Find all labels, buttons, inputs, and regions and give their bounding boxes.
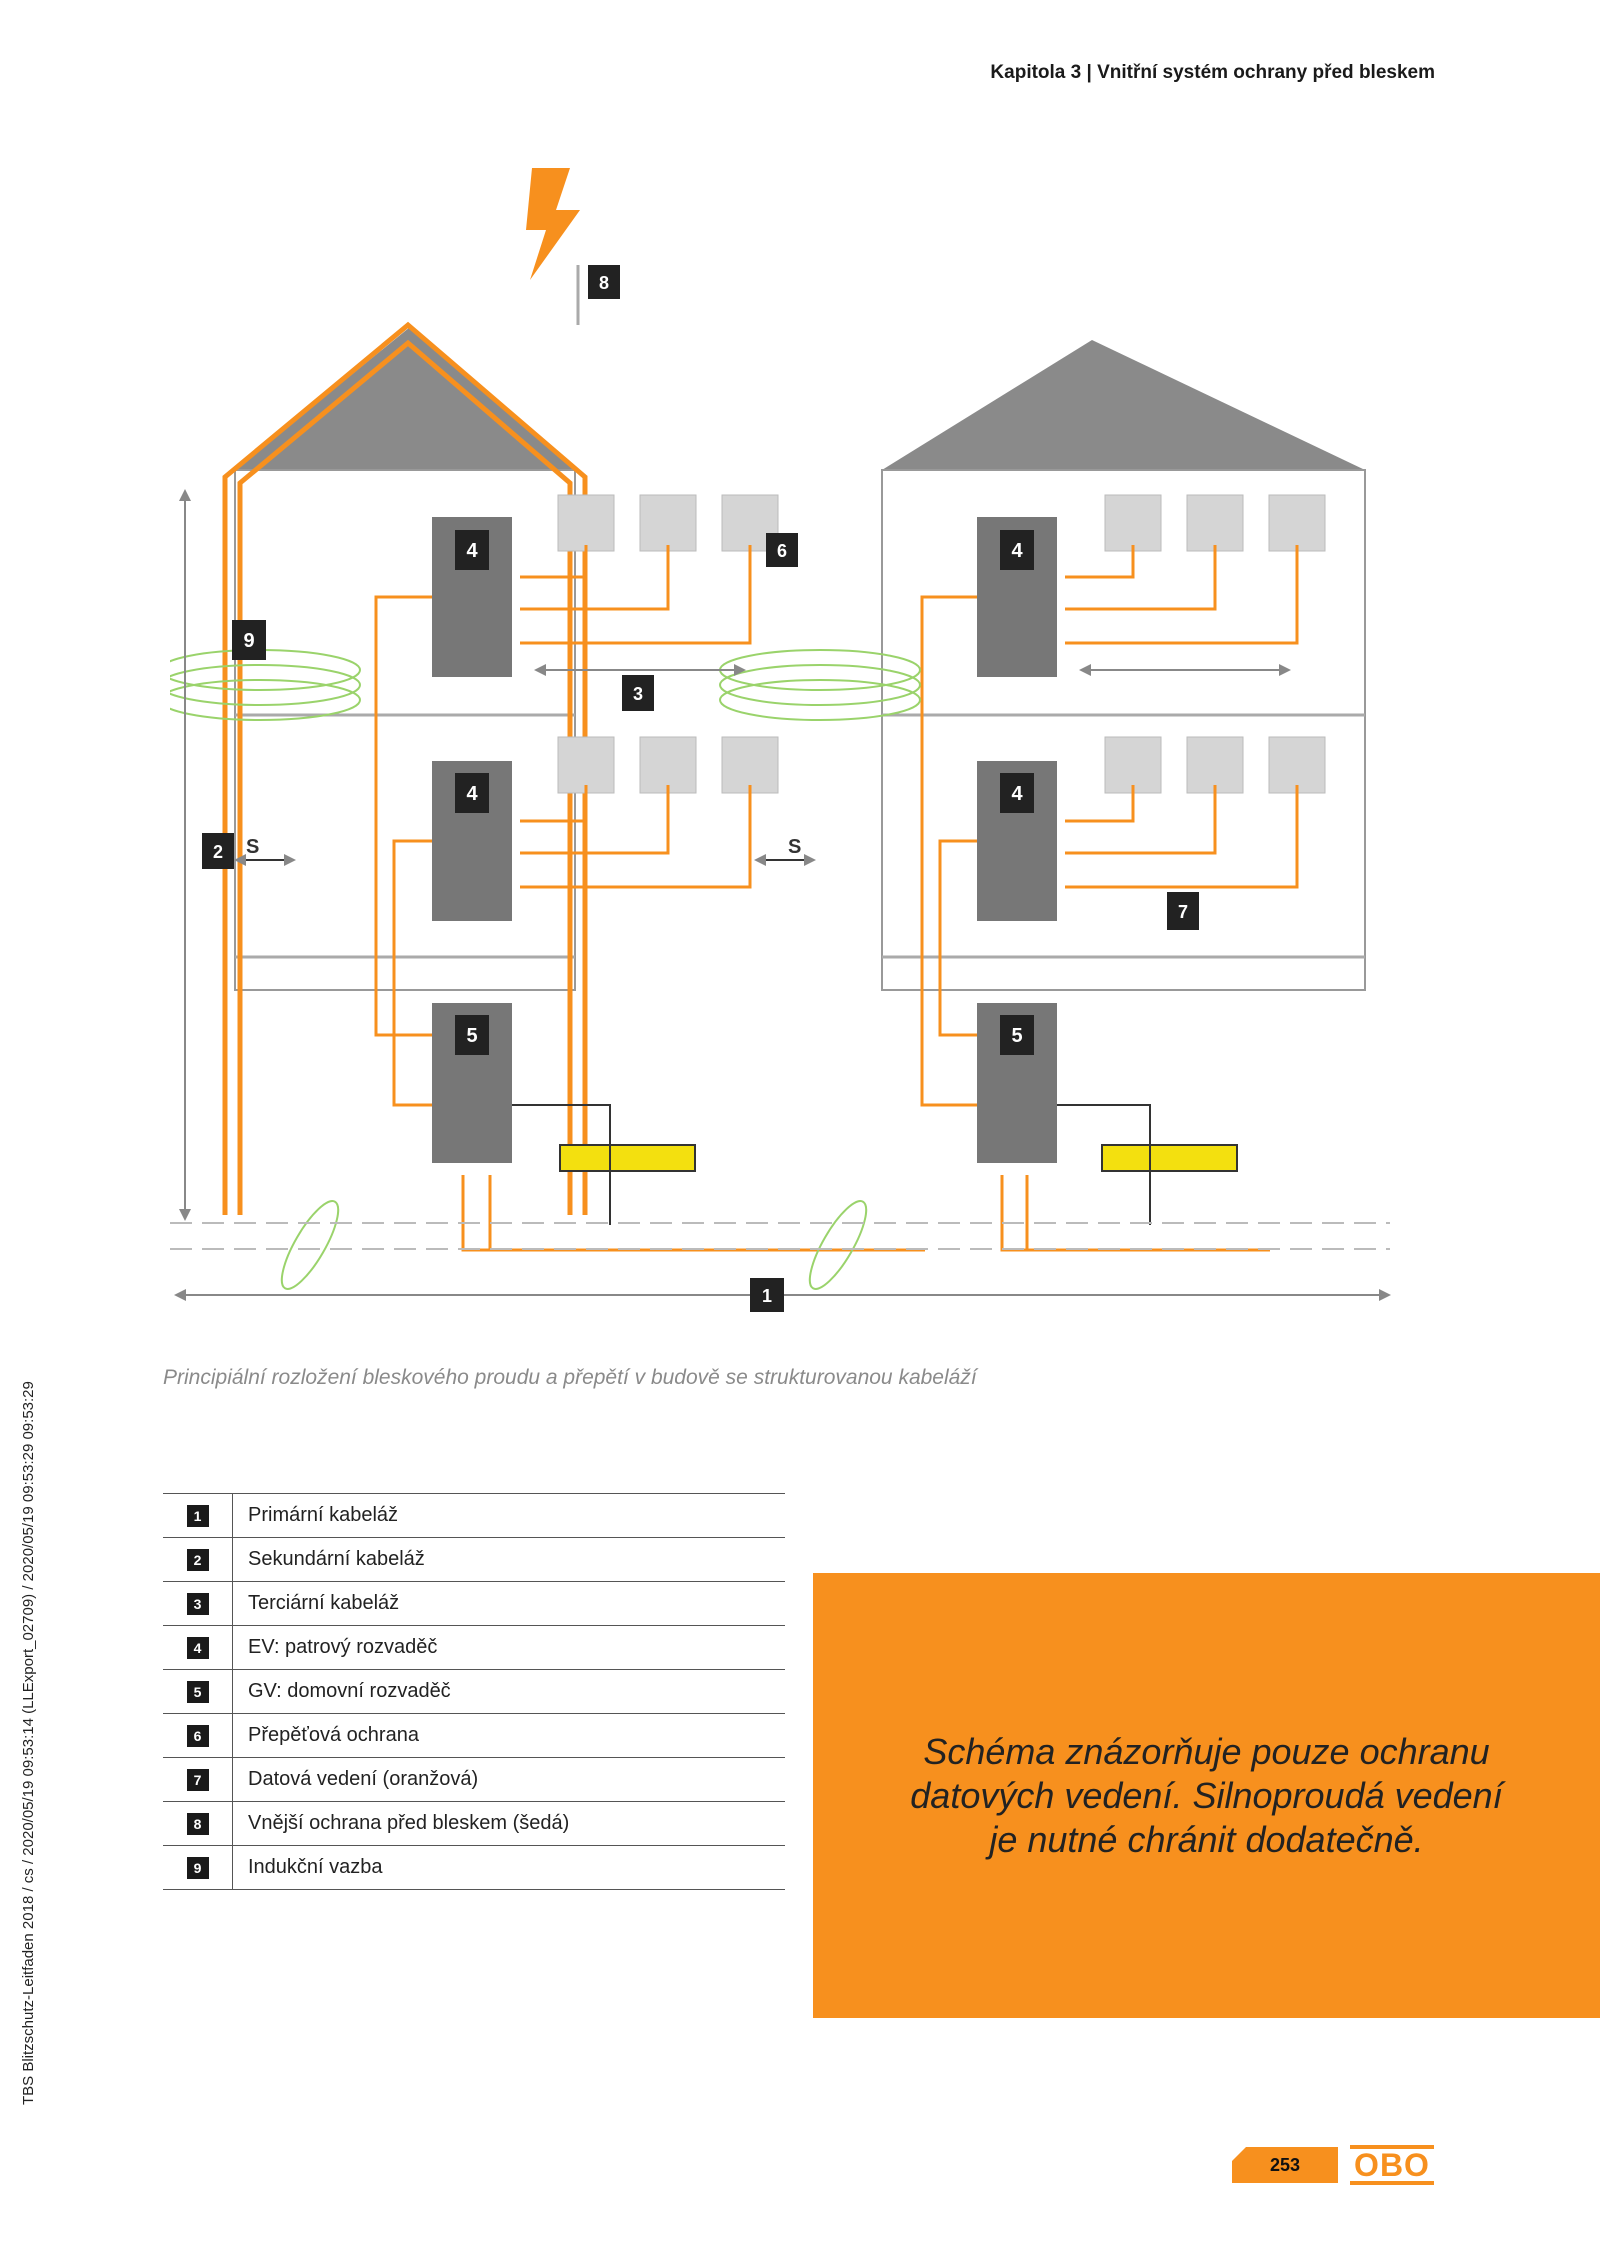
svg-text:5: 5 <box>466 1025 477 1047</box>
distance-label-left: S <box>246 836 259 858</box>
svg-text:7: 7 <box>1178 902 1188 922</box>
legend-num-cell: 3 <box>163 1582 233 1625</box>
svg-text:8: 8 <box>599 273 609 293</box>
svg-text:9: 9 <box>243 630 254 652</box>
legend-num-cell: 5 <box>163 1670 233 1713</box>
note-box: Schéma znázorňuje pouze ochranu datových… <box>813 1573 1600 2018</box>
equipotential-bars <box>512 1104 1238 1225</box>
legend-label: GV: domovní rozvaděč <box>248 1680 451 1702</box>
legend-num-cell: 2 <box>163 1538 233 1581</box>
legend-num-cell: 9 <box>163 1846 233 1889</box>
chapter-header: Kapitola 3 | Vnitřní systém ochrany před… <box>990 62 1435 83</box>
legend-num-cell: 1 <box>163 1494 233 1537</box>
marker-4b: 4 <box>455 773 489 813</box>
marker-1: 1 <box>750 1278 784 1312</box>
lightning-protection-diagram: S S 8 4 4 4 4 5 5 6 9 3 2 7 1 <box>170 168 1391 1312</box>
legend-label: Terciární kabeláž <box>248 1592 400 1614</box>
legend-number: 8 <box>186 1812 209 1835</box>
legend-row: 7 Datová vedení (oranžová) <box>163 1758 785 1802</box>
legend-row: 9 Indukční vazba <box>163 1846 785 1890</box>
legend-label: Indukční vazba <box>248 1856 383 1878</box>
svg-text:4: 4 <box>466 783 478 805</box>
legend-table: 1 Primární kabeláž 2 Sekundární kabeláž 3 Ter… <box>163 1493 785 1890</box>
ground-lines <box>170 1222 1390 1250</box>
legend-row: 3 Terciární kabeláž <box>163 1582 785 1626</box>
legend-label: EV: patrový rozvaděč <box>248 1636 438 1658</box>
legend-number: 6 <box>186 1724 209 1747</box>
marker-9: 9 <box>232 620 266 660</box>
marker-6: 6 <box>766 533 798 567</box>
legend-number: 1 <box>186 1504 209 1527</box>
svg-text:4: 4 <box>1011 783 1023 805</box>
legend-num-cell: 4 <box>163 1626 233 1669</box>
legend-num-cell: 8 <box>163 1802 233 1845</box>
marker-5b: 5 <box>1000 1015 1034 1055</box>
legend-number: 3 <box>186 1592 209 1615</box>
lightning-bolt-icon <box>526 168 580 280</box>
marker-7: 7 <box>1167 892 1199 930</box>
distance-label-right: S <box>788 836 801 858</box>
induction-rings <box>170 649 921 1290</box>
legend-number: 2 <box>186 1548 209 1571</box>
legend-row: 2 Sekundární kabeláž <box>163 1538 785 1582</box>
legend-row: 8 Vnější ochrana před bleskem (šedá) <box>163 1802 785 1846</box>
left-building <box>234 327 576 991</box>
legend-label: Sekundární kabeláž <box>248 1548 425 1570</box>
svg-text:6: 6 <box>777 541 787 561</box>
legend-row: 4 EV: patrový rozvaděč <box>163 1626 785 1670</box>
page-number: 253 <box>1232 2147 1338 2183</box>
legend-num-cell: 7 <box>163 1758 233 1801</box>
svg-text:4: 4 <box>1011 540 1023 562</box>
note-text: Schéma znázorňuje pouze ochranu datových… <box>910 1730 1503 1860</box>
legend-number: 4 <box>186 1636 209 1659</box>
legend-label: Primární kabeláž <box>248 1504 399 1526</box>
distribution-cabinets <box>432 517 1057 1163</box>
right-building <box>881 340 1366 991</box>
svg-text:5: 5 <box>1011 1025 1022 1047</box>
side-metadata-text: TBS Blitzschutz-Leitfaden 2018 / cs / 20… <box>20 1381 37 2105</box>
svg-text:4: 4 <box>466 540 478 562</box>
legend-label: Vnější ochrana před bleskem (šedá) <box>248 1812 570 1834</box>
svg-text:3: 3 <box>633 684 643 704</box>
figure-caption: Principiální rozložení bleskového proudu… <box>163 1366 977 1389</box>
marker-2: 2 <box>202 833 234 869</box>
obo-logo: OBO <box>1350 2145 1434 2185</box>
legend-label: Datová vedení (oranžová) <box>248 1768 479 1790</box>
svg-text:2: 2 <box>213 842 223 862</box>
legend-number: 9 <box>186 1856 209 1879</box>
legend-number: 7 <box>186 1768 209 1791</box>
marker-3: 3 <box>622 675 654 711</box>
marker-4c: 4 <box>1000 530 1034 570</box>
external-lightning-protection <box>222 321 588 1215</box>
svg-text:1: 1 <box>762 1286 772 1306</box>
marker-5a: 5 <box>455 1015 489 1055</box>
marker-4d: 4 <box>1000 773 1034 813</box>
data-lines <box>374 545 1299 1252</box>
legend-num-cell: 6 <box>163 1714 233 1757</box>
legend-row: 5 GV: domovní rozvaděč <box>163 1670 785 1714</box>
marker-8: 8 <box>588 265 620 299</box>
legend-label: Přepěťová ochrana <box>248 1724 419 1746</box>
legend-row: 1 Primární kabeláž <box>163 1493 785 1538</box>
marker-4a: 4 <box>455 530 489 570</box>
legend-row: 6 Přepěťová ochrana <box>163 1714 785 1758</box>
legend-number: 5 <box>186 1680 209 1703</box>
